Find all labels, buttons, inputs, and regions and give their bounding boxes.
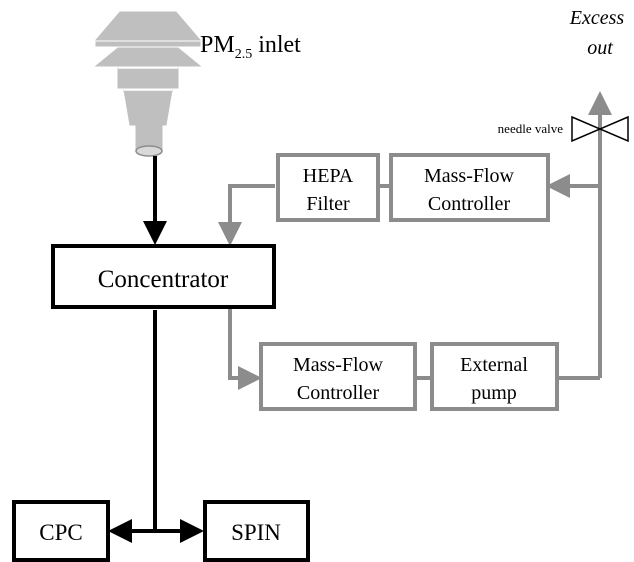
mfc-bottom-label-line1: Mass-Flow <box>293 354 384 376</box>
pump-label-line2: pump <box>471 382 517 404</box>
excess-label-line1: Excess <box>569 7 625 29</box>
excess-label-line2: out <box>587 37 613 59</box>
external-pump-box: External pump <box>430 342 559 411</box>
inlet-label: PM2.5 inlet <box>200 32 301 62</box>
mfc-top-label-line1: Mass-Flow <box>424 165 515 187</box>
needle-valve-label: needle valve <box>498 121 564 136</box>
hepa-filter-box: HEPA Filter <box>276 153 380 222</box>
cpc-label: CPC <box>39 520 82 545</box>
mfc-top-box: Mass-Flow Controller <box>389 153 550 222</box>
hepa-label-line1: HEPA <box>303 165 354 187</box>
concentrator-box: Concentrator <box>51 244 276 309</box>
mfc-bottom-label-line2: Controller <box>297 382 380 404</box>
pm25-inlet-icon <box>94 11 202 157</box>
spin-box: SPIN <box>203 500 310 562</box>
concentrator-label: Concentrator <box>98 266 229 293</box>
hepa-label-line2: Filter <box>306 193 350 215</box>
hepa-to-concentrator-arrow <box>218 184 275 246</box>
spin-label: SPIN <box>231 520 281 545</box>
needle-valve-icon <box>571 115 629 143</box>
mfc-top-label-line2: Controller <box>428 193 511 215</box>
concentrator-to-mfc-bottom-arrow <box>228 308 262 390</box>
mfc-bottom-box: Mass-Flow Controller <box>259 342 417 411</box>
pump-label-line1: External <box>460 354 528 376</box>
cpc-box: CPC <box>12 500 110 562</box>
